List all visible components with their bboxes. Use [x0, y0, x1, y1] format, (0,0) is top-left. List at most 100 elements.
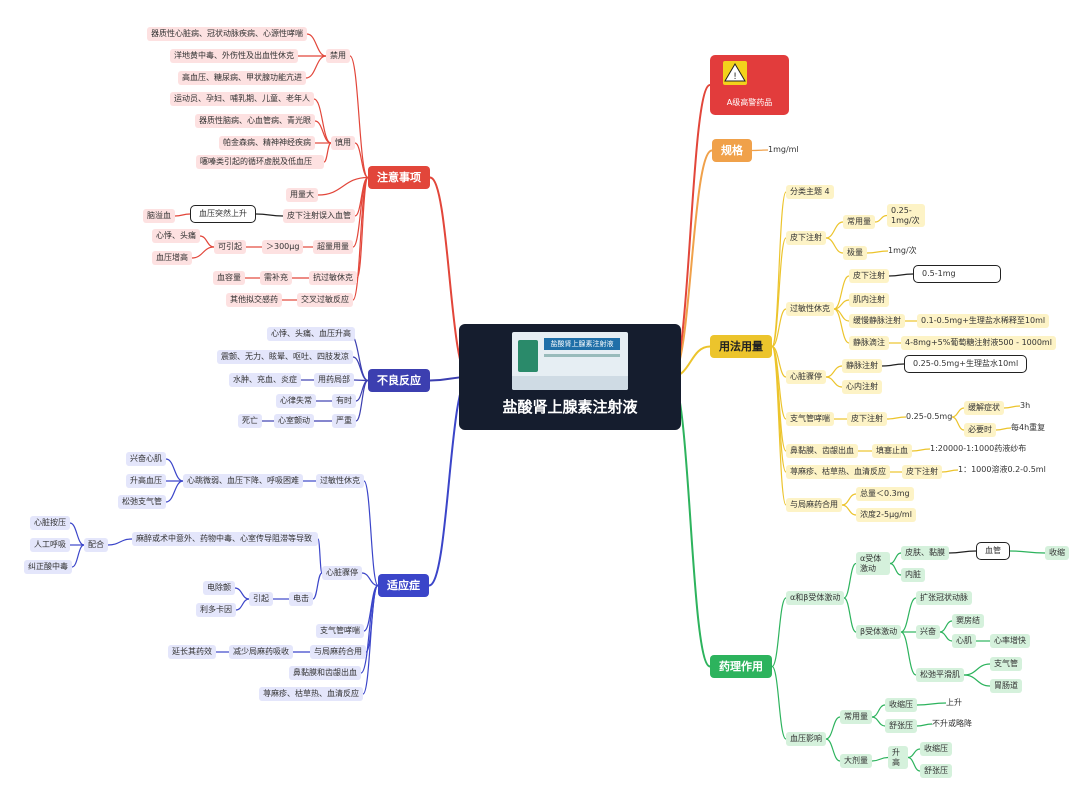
usage-asthma[interactable]: 支气管哮喘: [786, 412, 834, 426]
pharm-alpha[interactable]: α受体激动: [856, 552, 890, 576]
caution-careful-item[interactable]: 帕金森病、精神神经疾病: [219, 136, 315, 150]
caution-sc-vessel-effect[interactable]: 脑溢血: [143, 209, 175, 223]
usage-arrest-ic[interactable]: 心内注射: [842, 380, 882, 394]
usage-shock-im[interactable]: 肌内注射: [849, 293, 889, 307]
pharm-beta[interactable]: β受体激动: [856, 625, 902, 639]
usage-anesthetic[interactable]: 与局麻药合用: [786, 498, 842, 512]
caution-contra-item[interactable]: 器质性心脏病、冠状动脉疾病、心源性哮喘: [147, 27, 307, 41]
pharm-vessel[interactable]: 血管: [976, 542, 1010, 560]
indication-combine-item[interactable]: 心脏按压: [30, 516, 70, 530]
pharm-gi[interactable]: 胃肠道: [990, 679, 1022, 693]
adverse-local[interactable]: 用药局部: [314, 373, 354, 387]
indication-allergy-item[interactable]: 松弛支气管: [118, 495, 166, 509]
usage-shock-drip[interactable]: 静脉滴注: [849, 336, 889, 350]
usage-asthma-effect[interactable]: 缓解症状: [964, 401, 1004, 415]
indication-arrest[interactable]: 心脏骤停: [322, 566, 362, 580]
indication-induce-item[interactable]: 电除颤: [203, 581, 235, 595]
indication-anesthetic-mid[interactable]: 减少局麻药吸收: [229, 645, 293, 659]
caution-large[interactable]: 用量大: [286, 188, 318, 202]
branch-caution[interactable]: 注意事项: [368, 166, 430, 190]
caution-overdose-effect[interactable]: 血压增高: [152, 251, 192, 265]
indication-allergy[interactable]: 过敏性休克: [316, 474, 364, 488]
usage-shock-iv[interactable]: 缓慢静脉注射: [849, 314, 905, 328]
usage-urticaria[interactable]: 荨麻疹、枯草热、血清反应: [786, 465, 890, 479]
adverse-local-value[interactable]: 水肿、充血、炎症: [229, 373, 301, 387]
indication-induce[interactable]: 引起: [249, 592, 273, 606]
usage-nose-method[interactable]: 填塞止血: [872, 444, 912, 458]
indication-nose[interactable]: 鼻黏膜和齿龈出血: [289, 666, 361, 680]
caution-careful-item[interactable]: 器质性脑病、心血管病、青光眼: [195, 114, 315, 128]
caution-sc-vessel-bp[interactable]: 血压突然上升: [190, 205, 256, 223]
adverse-item[interactable]: 震颤、无力、眩晕、呕吐、四肢发凉: [217, 350, 353, 364]
pharm-bp-dia[interactable]: 舒张压: [885, 719, 917, 733]
pharm-contract[interactable]: 收缩: [1045, 546, 1069, 560]
caution-sc-vessel[interactable]: 皮下注射误入血管: [283, 209, 355, 223]
pharm-smooth[interactable]: 松弛平滑肌: [916, 668, 964, 682]
pharm-ab[interactable]: α和β受体激动: [786, 591, 845, 605]
caution-careful-item[interactable]: 噻嗪类引起的循环虚脱及低血压: [196, 155, 324, 169]
pharm-organ[interactable]: 内脏: [901, 568, 925, 582]
indication-allergy-item[interactable]: 升高血压: [126, 474, 166, 488]
pharm-excite[interactable]: 兴奋: [916, 625, 940, 639]
usage-urticaria-sc[interactable]: 皮下注射: [902, 465, 942, 479]
adverse-common-value[interactable]: 心悸、头痛、血压升高: [267, 327, 355, 341]
usage-sc[interactable]: 皮下注射: [786, 231, 826, 245]
usage-shock[interactable]: 过敏性休克: [786, 302, 834, 316]
caution-cross-other[interactable]: 其他拟交感药: [226, 293, 282, 307]
caution-contra[interactable]: 禁用: [326, 49, 350, 63]
caution-careful[interactable]: 慎用: [331, 136, 355, 150]
usage-shock-sc[interactable]: 皮下注射: [849, 269, 889, 283]
adverse-severe[interactable]: 严重: [332, 414, 356, 428]
caution-overdose[interactable]: 超量用量: [313, 240, 353, 254]
branch-usage[interactable]: 用法用量: [710, 335, 772, 359]
pharm-bp-normal[interactable]: 常用量: [840, 710, 872, 724]
indication-combine-item[interactable]: 纠正酸中毒: [24, 560, 72, 574]
usage-anesthetic-total[interactable]: 总量＜0.3mg: [856, 487, 914, 501]
indication-allergy-item[interactable]: 兴奋心肌: [126, 452, 166, 466]
usage-arrest[interactable]: 心脏骤停: [786, 370, 826, 384]
caution-shock[interactable]: 抗过敏休克: [309, 271, 357, 285]
pharm-skin[interactable]: 皮肤、黏膜: [901, 546, 949, 560]
indication-induce-item[interactable]: 利多卡因: [196, 603, 236, 617]
pharm-sinus[interactable]: 窦房结: [952, 614, 984, 628]
branch-spec[interactable]: 规格: [712, 139, 752, 163]
caution-contra-item[interactable]: 高血压、糖尿病、甲状腺功能亢进: [178, 71, 306, 85]
usage-nose[interactable]: 鼻黏膜、齿龈出血: [786, 444, 858, 458]
pharm-bp-sys[interactable]: 收缩压: [885, 698, 917, 712]
pharm-bp-rise[interactable]: 升高: [888, 746, 908, 770]
pharm-bp-sys2[interactable]: 收缩压: [920, 742, 952, 756]
adverse-some-value[interactable]: 心律失常: [276, 394, 316, 408]
pharm-heart-rate[interactable]: 心率增快: [990, 634, 1030, 648]
usage-anesthetic-conc[interactable]: 浓度2-5μg/ml: [856, 508, 916, 522]
indication-arrest-cause[interactable]: 麻醉或术中意外、药物中毒、心室传导阻滞等导致: [132, 532, 318, 546]
indication-combine[interactable]: 配合: [84, 538, 108, 552]
usage-asthma-sc[interactable]: 皮下注射: [847, 412, 887, 426]
indication-urticaria[interactable]: 荨麻疹、枯草热、血清反应: [259, 687, 363, 701]
caution-overdose-effect[interactable]: 心悸、头痛: [152, 229, 200, 243]
indication-shock[interactable]: 电击: [289, 592, 313, 606]
adverse-severe-value[interactable]: 死亡: [238, 414, 262, 428]
pharm-heart[interactable]: 心肌: [952, 634, 976, 648]
usage-sc-max[interactable]: 极量: [843, 246, 867, 260]
pharm-bp-dia2[interactable]: 舒张压: [920, 764, 952, 778]
caution-careful-item[interactable]: 运动员、孕妇、哺乳期、儿童、老年人: [170, 92, 314, 106]
indication-allergy-mid[interactable]: 心跳微弱、血压下降、呼吸困难: [183, 474, 303, 488]
adverse-severe-mid[interactable]: 心室颤动: [274, 414, 314, 428]
pharm-bronch[interactable]: 支气管: [990, 657, 1022, 671]
usage-class[interactable]: 分类主题 4: [786, 185, 834, 199]
caution-overdose-value[interactable]: ＞300μg: [262, 240, 304, 254]
indication-anesthetic-value[interactable]: 延长其药效: [168, 645, 216, 659]
usage-asthma-repeat[interactable]: 必要时: [964, 423, 996, 437]
usage-sc-dose[interactable]: 常用量: [843, 215, 875, 229]
caution-overdose-cause[interactable]: 可引起: [214, 240, 246, 254]
pharm-bp-large[interactable]: 大剂量: [840, 754, 872, 768]
usage-arrest-iv[interactable]: 静脉注射: [842, 359, 882, 373]
caution-shock-volume[interactable]: 血容量: [213, 271, 245, 285]
branch-pharmacology[interactable]: 药理作用: [710, 655, 772, 679]
alert-node[interactable]: ! A级高警药品: [710, 55, 789, 115]
caution-cross[interactable]: 交叉过敏反应: [297, 293, 353, 307]
branch-adverse[interactable]: 不良反应: [368, 369, 430, 393]
adverse-some[interactable]: 有时: [332, 394, 356, 408]
caution-shock-supplement[interactable]: 需补充: [260, 271, 292, 285]
caution-contra-item[interactable]: 洋地黄中毒、外伤性及出血性休克: [170, 49, 298, 63]
